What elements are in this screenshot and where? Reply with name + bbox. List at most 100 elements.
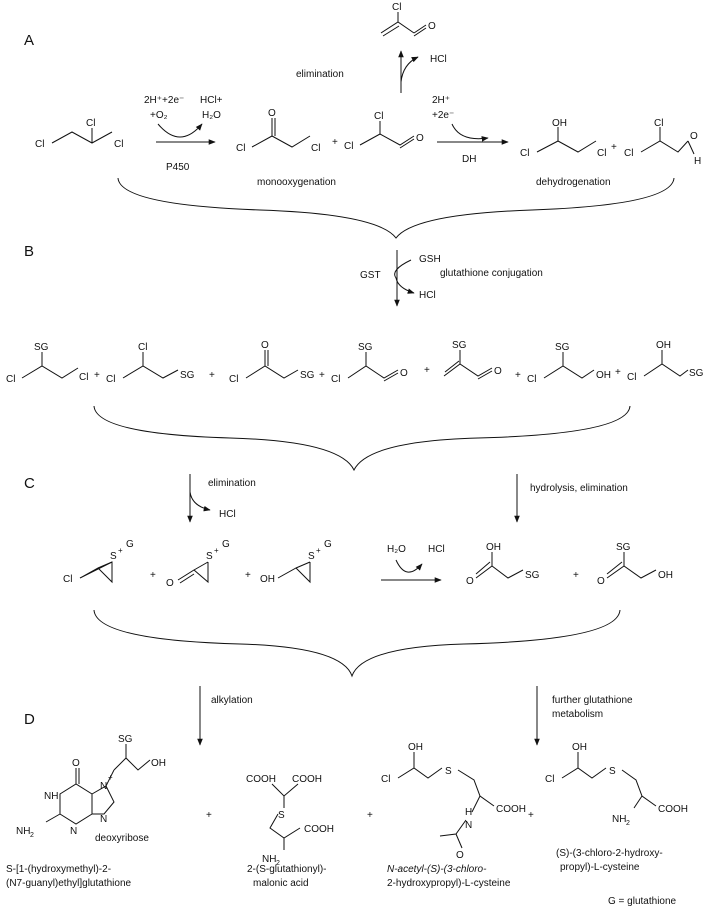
svg-text:SG: SG [452, 340, 467, 351]
svg-text:N: N [465, 820, 472, 831]
svg-text:Cl: Cl [344, 141, 353, 152]
svg-text:OH: OH [408, 742, 423, 753]
svg-text:OH: OH [260, 574, 275, 585]
svg-text:COOH: COOH [292, 774, 322, 785]
svg-text:further glutathione: further glutathione [552, 695, 633, 706]
svg-text:O: O [268, 108, 276, 119]
svg-text:NH: NH [612, 814, 626, 825]
conjugate-4-structure: Cl SG O [331, 342, 408, 385]
svg-text:SG: SG [616, 542, 631, 553]
alkylation-arrow: alkylation [197, 686, 253, 746]
svg-text:HCl: HCl [430, 54, 447, 65]
conjugate-5-structure: SG O [443, 340, 502, 380]
svg-text:OH: OH [658, 570, 673, 581]
svg-text:Cl: Cl [138, 342, 147, 353]
conjugate-6-structure: Cl SG OH [527, 342, 611, 385]
svg-text:G: G [126, 539, 134, 550]
brace-b [93, 405, 631, 472]
conjugate-7-structure: Cl OH SG [627, 340, 704, 383]
brace-a [117, 177, 675, 239]
svg-text:propyl)-L-cysteine: propyl)-L-cysteine [560, 862, 640, 873]
p450-reagents: 2H⁺+2e⁻ [144, 95, 184, 106]
hydrolysis-reaction-arrow: H₂O HCl [381, 544, 445, 583]
dehydrogenation-label: dehydrogenation [536, 177, 611, 188]
caption-product-4: (S)-(3-chloro-2-hydroxy- [556, 848, 663, 859]
monooxygenation-label: monooxygenation [257, 177, 336, 188]
p450-products: HCl+ [200, 95, 223, 106]
svg-text:OH: OH [572, 742, 587, 753]
n-acetyl-cysteine-structure: Cl OH S H N O COOH [381, 742, 526, 861]
svg-text:Cl: Cl [106, 374, 115, 385]
svg-text:2: 2 [276, 860, 280, 867]
svg-text:GST: GST [360, 270, 381, 281]
svg-text:COOH: COOH [496, 804, 526, 815]
section-label-d: D [24, 711, 35, 728]
svg-text:+: + [118, 546, 123, 555]
dichloroacetone-structure: Cl O Cl [236, 108, 320, 154]
svg-text:Cl: Cl [527, 374, 536, 385]
section-label-a: A [24, 32, 34, 49]
svg-text:SG: SG [689, 368, 704, 379]
svg-text:+: + [615, 367, 621, 378]
p450-enzyme: P450 [166, 162, 190, 173]
caption-product-2: 2-(S-glutathionyl)- [247, 864, 326, 875]
svg-text:Cl: Cl [545, 774, 554, 785]
svg-text:glutathione conjugation: glutathione conjugation [440, 268, 543, 279]
dh-dehydrogenation-arrow: 2H⁺ +2e⁻ DH [432, 95, 509, 165]
svg-text:COOH: COOH [304, 824, 334, 835]
svg-text:O: O [690, 131, 698, 142]
svg-text:N: N [100, 814, 107, 825]
caption-product-1: S-[1-(hydroxymethyl)-2- [6, 864, 111, 875]
svg-text:NH: NH [16, 826, 30, 837]
svg-text:O: O [166, 578, 174, 589]
section-label-b: B [24, 243, 34, 260]
chloro-hydroxypropyl-cysteine-structure: Cl OH S NH 2 COOH [545, 742, 688, 827]
svg-text:DH: DH [462, 154, 476, 165]
svg-text:SG: SG [180, 370, 195, 381]
svg-text:elimination: elimination [208, 478, 256, 489]
svg-text:+: + [515, 370, 521, 381]
svg-text:+: + [206, 810, 212, 821]
caption-product-3: N-acetyl-(S)-(3-chloro- [387, 864, 487, 875]
svg-text:+: + [209, 370, 215, 381]
elimination-arrow: elimination HCl [296, 50, 447, 93]
svg-text:+: + [150, 570, 156, 581]
svg-text:O: O [597, 576, 605, 587]
svg-text:SG: SG [118, 734, 133, 745]
svg-text:+2e⁻: +2e⁻ [432, 110, 454, 121]
svg-text:O: O [416, 133, 424, 144]
svg-text:OH: OH [656, 340, 671, 351]
glutathionyl-malonic-acid-structure: COOH COOH S NH 2 COOH [246, 774, 334, 867]
svg-text:Cl: Cl [624, 148, 633, 159]
glutathione-legend: G = glutathione [608, 896, 677, 907]
svg-text:H₂O: H₂O [387, 544, 406, 555]
svg-text:Cl: Cl [229, 374, 238, 385]
svg-text:Cl: Cl [520, 148, 529, 159]
svg-text:Cl: Cl [392, 2, 401, 13]
svg-text:+: + [214, 546, 219, 555]
svg-text:S: S [609, 766, 616, 777]
svg-text:+: + [424, 365, 430, 376]
svg-text:S: S [110, 551, 117, 562]
svg-text:G: G [324, 539, 332, 550]
gst-conjugation-arrow: GSH GST HCl glutathione conjugation [360, 250, 543, 307]
svg-text:2: 2 [626, 820, 630, 827]
svg-text:+: + [367, 810, 373, 821]
svg-text:H: H [465, 807, 472, 818]
svg-text:N: N [70, 826, 77, 837]
svg-text:SG: SG [525, 570, 540, 581]
svg-text:hydrolysis, elimination: hydrolysis, elimination [530, 483, 628, 494]
svg-text:HCl: HCl [428, 544, 445, 555]
svg-text:S: S [206, 551, 213, 562]
svg-text:2: 2 [30, 832, 34, 839]
svg-text:O: O [261, 340, 269, 351]
svg-text:HCl: HCl [419, 290, 436, 301]
svg-text:alkylation: alkylation [211, 695, 253, 706]
svg-text:NH: NH [262, 854, 276, 865]
svg-text:+: + [528, 810, 534, 821]
svg-text:2-hydroxypropyl)-L-cysteine: 2-hydroxypropyl)-L-cysteine [387, 878, 511, 889]
hydrolysis-arrow: hydrolysis, elimination [514, 474, 628, 523]
svg-text:G: G [222, 539, 230, 550]
svg-text:HCl: HCl [219, 509, 236, 520]
